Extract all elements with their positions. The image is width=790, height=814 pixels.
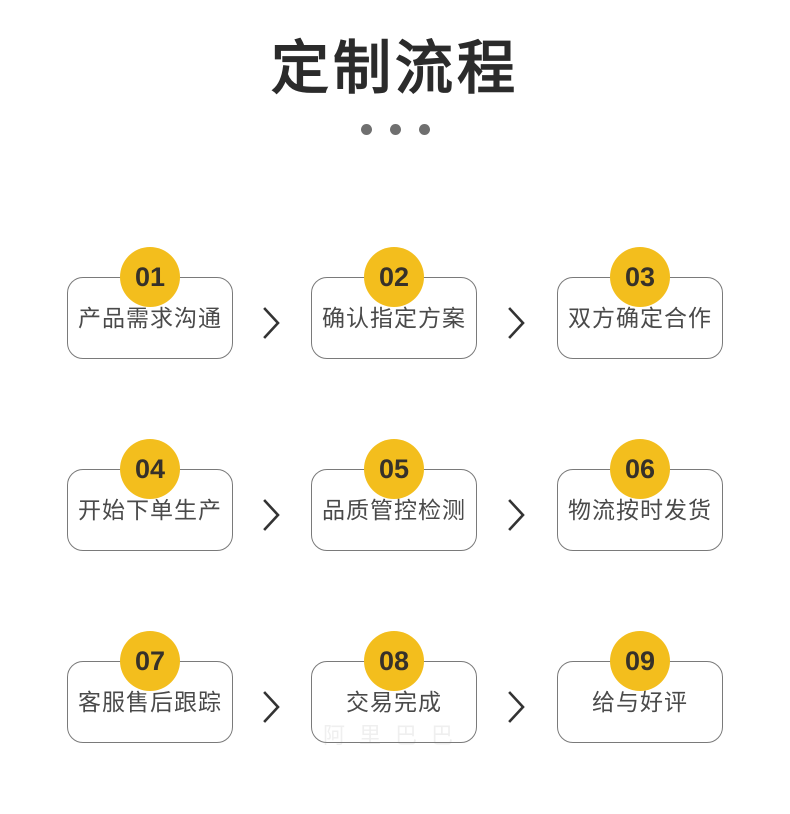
chevron-right-icon <box>252 301 292 345</box>
step-number-badge: 08 <box>364 631 424 691</box>
decorative-dots <box>0 124 790 135</box>
process-step[interactable]: 给与好评 09 <box>557 631 723 743</box>
chevron-right-icon <box>497 493 537 537</box>
step-number: 07 <box>134 645 166 676</box>
step-number: 01 <box>134 261 166 292</box>
process-step[interactable]: 确认指定方案 02 <box>311 247 477 359</box>
step-label: 交易完成 <box>346 689 442 715</box>
process-step[interactable]: 客服售后跟踪 07 <box>67 631 233 743</box>
step-number-badge: 06 <box>610 439 670 499</box>
step-number-badge: 05 <box>364 439 424 499</box>
dot-icon <box>418 124 430 135</box>
step-number: 08 <box>378 645 410 676</box>
process-step[interactable]: 产品需求沟通 01 <box>67 247 233 359</box>
step-number-badge: 01 <box>120 247 180 307</box>
step-number: 02 <box>378 261 410 292</box>
process-row: 产品需求沟通 01 确认指定方案 02 <box>0 205 790 397</box>
process-step[interactable]: 双方确定合作 03 <box>557 247 723 359</box>
step-number-badge: 09 <box>610 631 670 691</box>
chevron-right-icon <box>252 493 292 537</box>
chevron-right-icon <box>252 685 292 729</box>
step-label: 确认指定方案 <box>322 305 466 331</box>
process-row: 开始下单生产 04 品质管控检测 05 <box>0 397 790 589</box>
step-number-badge: 02 <box>364 247 424 307</box>
process-step[interactable]: 交易完成 08 <box>311 631 477 743</box>
step-number-badge: 04 <box>120 439 180 499</box>
page-header: 定制流程 <box>0 0 790 135</box>
step-number-badge: 07 <box>120 631 180 691</box>
dot-icon <box>360 124 372 135</box>
process-step[interactable]: 物流按时发货 06 <box>557 439 723 551</box>
step-number: 06 <box>624 453 656 484</box>
step-label: 产品需求沟通 <box>78 305 222 331</box>
step-label: 双方确定合作 <box>568 305 712 331</box>
step-label: 开始下单生产 <box>78 497 222 523</box>
process-row: 客服售后跟踪 07 交易完成 08 <box>0 589 790 781</box>
step-label: 品质管控检测 <box>322 497 466 523</box>
page-title: 定制流程 <box>270 36 519 101</box>
step-box[interactable]: 产品需求沟通 <box>67 277 233 359</box>
step-number-badge: 03 <box>610 247 670 307</box>
step-label: 物流按时发货 <box>568 497 712 523</box>
dot-icon <box>389 124 401 135</box>
step-number: 09 <box>624 645 656 676</box>
process-step[interactable]: 品质管控检测 05 <box>311 439 477 551</box>
process-step[interactable]: 开始下单生产 04 <box>67 439 233 551</box>
step-number: 04 <box>134 453 166 484</box>
process-flow: 产品需求沟通 01 确认指定方案 02 <box>0 205 790 781</box>
step-label: 客服售后跟踪 <box>78 689 222 715</box>
step-number: 03 <box>624 261 656 292</box>
step-label: 给与好评 <box>592 689 688 715</box>
chevron-right-icon <box>497 685 537 729</box>
chevron-right-icon <box>497 301 537 345</box>
step-number: 05 <box>378 453 410 484</box>
